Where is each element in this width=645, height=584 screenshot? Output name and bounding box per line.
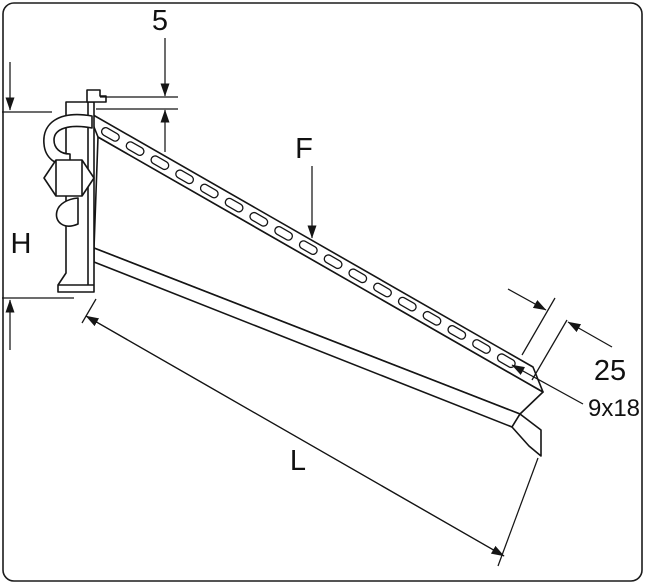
mounting-tab [86,89,107,103]
slot [274,226,294,241]
slot [199,183,219,199]
ext-line [497,457,539,567]
dimension-plate-thickness: 5 [96,5,178,152]
label-slot-size: 9x18 [588,395,640,422]
dimension-flange-width: 25 [507,288,626,387]
ext-line [81,298,97,324]
slot [125,141,145,156]
dim-arrow-in-lower [567,321,613,348]
slot [397,296,417,312]
slot [447,325,467,340]
label-plate-thickness: 5 [152,5,168,37]
slot [175,169,195,185]
slot [323,254,343,270]
clamp-jaw [55,197,79,227]
slot [100,127,120,142]
mounting-head [43,89,107,293]
label-length: L [290,445,306,477]
label-height: H [11,228,32,260]
slot [150,155,170,171]
dimension-height: H [2,62,74,350]
slot [298,240,318,255]
label-flange-width: 25 [594,355,626,387]
ext-line [521,297,556,356]
slot [422,310,442,326]
leader-line [511,364,584,405]
label-force: F [295,133,313,165]
slot [348,268,368,284]
slot [373,282,392,298]
dim-arrow-in-upper [507,288,547,311]
slot [249,211,269,227]
ext-line [531,319,568,381]
slot-size-callout: 9x18 [511,364,640,422]
cantilever-arm [87,111,544,457]
arm-tip-lip [511,413,542,457]
dim-line [85,315,505,557]
dimension-length: L [81,298,539,567]
slot [472,339,491,354]
slot-row [100,127,516,369]
force-annotation: F [295,133,317,239]
hex-bolt-head [43,159,95,197]
hex-bolt [43,159,95,197]
slot [224,197,244,213]
